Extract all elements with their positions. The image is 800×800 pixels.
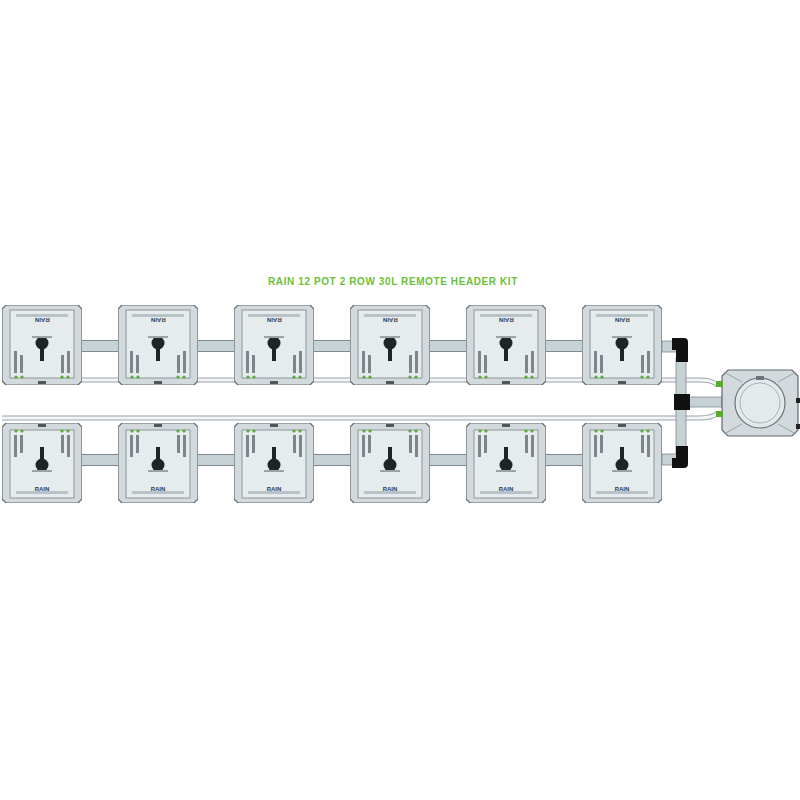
pipe-connector: [198, 460, 234, 461]
pot-unit: RAIN: [350, 305, 430, 385]
pot-unit: RAIN: [466, 423, 546, 503]
pipe-connector: [430, 346, 466, 347]
pipe-connector: [546, 460, 582, 461]
pot-label: RAIN: [151, 317, 166, 323]
pot-label: RAIN: [615, 317, 630, 323]
pot-label: RAIN: [35, 486, 50, 492]
pipe-connector: [546, 346, 582, 347]
pipe-connector: [314, 460, 350, 461]
pot-label: RAIN: [267, 317, 282, 323]
pot-label: RAIN: [383, 317, 398, 323]
pot-label: RAIN: [499, 317, 514, 323]
pot-unit: RAIN: [582, 423, 662, 503]
pipe-connector: [314, 346, 350, 347]
pot-label: RAIN: [383, 486, 398, 492]
pot-label: RAIN: [615, 486, 630, 492]
pipe-connector: [82, 346, 118, 347]
pot-label: RAIN: [267, 486, 282, 492]
pot-unit: RAIN: [350, 423, 430, 503]
pot-unit: RAIN: [2, 423, 82, 503]
pot-label: RAIN: [35, 317, 50, 323]
pipe-connector: [198, 346, 234, 347]
pot-unit: RAIN: [234, 305, 314, 385]
pot-unit: RAIN: [118, 423, 198, 503]
pot-unit: RAIN: [118, 305, 198, 385]
pipe-connector: [430, 460, 466, 461]
pot-label: RAIN: [499, 486, 514, 492]
pot-unit: RAIN: [2, 305, 82, 385]
pot-unit: RAIN: [234, 423, 314, 503]
kit-title: RAIN 12 POT 2 ROW 30L REMOTE HEADER KIT: [0, 276, 786, 287]
pot-label: RAIN: [151, 486, 166, 492]
pipe-connector: [82, 460, 118, 461]
pot-unit: RAIN: [466, 305, 546, 385]
pot-unit: RAIN: [582, 305, 662, 385]
